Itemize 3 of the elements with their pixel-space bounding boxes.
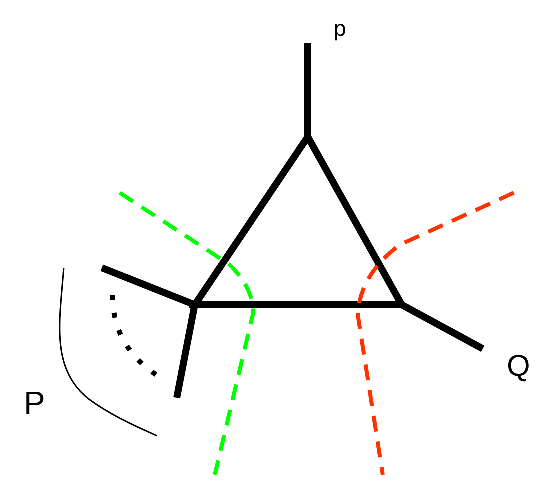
momentum-label: Q bbox=[507, 352, 530, 382]
momentum-label: P bbox=[24, 387, 46, 419]
momentum-label: p bbox=[334, 18, 346, 40]
